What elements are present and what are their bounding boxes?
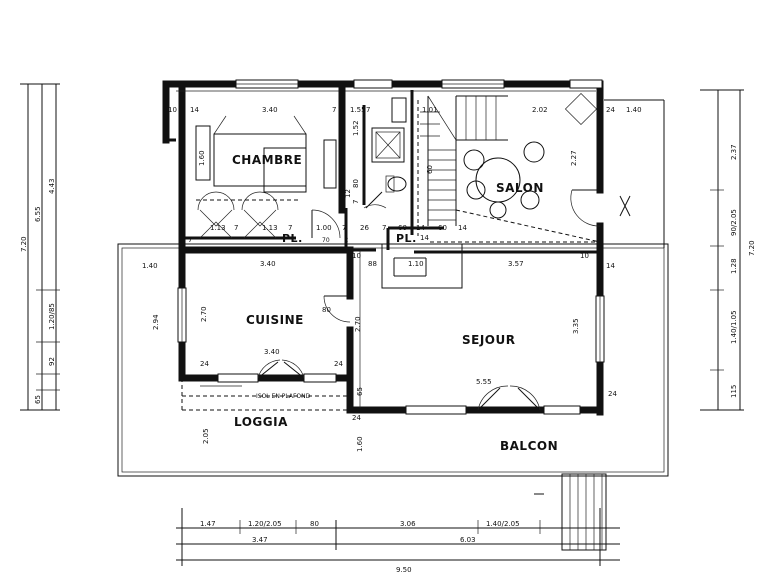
dimension-label: 92 [48, 357, 56, 366]
label-cuisine: CUISINE [246, 313, 304, 327]
dimension-label: 60 [426, 165, 434, 174]
label-sejour: SEJOUR [462, 333, 516, 347]
dimension-label: 24 [352, 414, 361, 422]
dimension-label: 7 [332, 106, 336, 114]
left-dimension-chain: 7.20 6.55 4.43 1.20/85 92 65 [20, 83, 60, 411]
dimension-label: 7 [234, 224, 238, 232]
doors [197, 189, 601, 411]
label-loggia: LOGGIA [234, 415, 288, 429]
dimension-label: 10 [580, 252, 589, 260]
dimension-label: 80 [310, 520, 319, 528]
dimension-label: 1.40/2.05 [486, 520, 520, 528]
dimension-label: 65 [356, 387, 364, 396]
dimension-label: 24 [606, 106, 615, 114]
dimension-label: 5.55 [476, 378, 492, 386]
dimension-label: 14 [606, 262, 615, 270]
stairs [417, 95, 508, 236]
dimension-label: 2.05 [202, 428, 210, 444]
dimension-label: 3.06 [400, 520, 416, 528]
dimension-label: 7 [188, 236, 192, 244]
dimension-label: 1.13 [210, 224, 226, 232]
dimension-label: 1.40/1.05 [730, 310, 738, 344]
bathroom-fixtures [371, 97, 407, 193]
dimension-label: 2.70 [354, 316, 362, 332]
dimension-label: 3.40 [262, 106, 278, 114]
dimension-label: 2 [344, 236, 348, 244]
dimension-label: 7.20 [748, 240, 756, 256]
dimension-label: 2.94 [152, 314, 160, 330]
dimension-label: 65 [34, 395, 42, 404]
dimension-label: 7 [342, 224, 346, 232]
dimension-label: 7 [288, 224, 292, 232]
dimension-label: 3.57 [508, 260, 524, 268]
dimension-label: 10 [168, 106, 177, 114]
salon-furniture [430, 92, 631, 243]
dimension-label: 26 [360, 224, 369, 232]
dimension-label: 1.40 [142, 262, 158, 270]
dimension-label: 14 [458, 224, 467, 232]
dimension-label: 24 [608, 390, 617, 398]
dimension-label: 60 [398, 224, 407, 232]
label-balcon: BALCON [500, 439, 558, 453]
dimension-label: 1.60 [198, 150, 206, 166]
right-dimension-chain: 2.37 90/2.05 7.20 1.28 1.40/1.05 115 [700, 89, 756, 411]
label-isolation: ISOL EN PLAFOND [256, 393, 311, 400]
dimension-label: 90/2.05 [730, 209, 738, 236]
dimension-label: 1.60 [356, 436, 364, 452]
dimension-label: 3.40 [260, 260, 276, 268]
dimension-label: 24 [200, 360, 209, 368]
dimension-label: 1.47 [200, 520, 216, 528]
label-placard-left: PL. [282, 232, 303, 245]
dimension-label: 1.28 [730, 258, 738, 274]
dimension-label: 1.10 [408, 260, 424, 268]
dimension-label: 4.43 [48, 178, 56, 194]
label-chambre: CHAMBRE [232, 153, 302, 167]
dimension-label: 80 [352, 179, 360, 188]
dimension-label: 1.52 [352, 120, 360, 136]
dimension-label: 24 [334, 360, 343, 368]
dimension-label: 7 [352, 200, 360, 204]
dimension-label: 1.13 [262, 224, 278, 232]
dimension-label: 6.03 [460, 536, 476, 544]
dimension-label: 14 [420, 234, 429, 242]
dimension-label: 2.27 [570, 150, 578, 166]
dimension-label: 1.20/2.05 [248, 520, 282, 528]
dimension-label: 115 [730, 385, 738, 398]
dimension-label: 10 [196, 246, 205, 254]
interior-dimensions: 10 14 3.40 7 1.55 7 1.01 2.02 24 1.40 1.… [142, 106, 642, 452]
dimension-label: 3.47 [252, 536, 268, 544]
windows [177, 79, 605, 415]
dimension-label: 9.50 [396, 566, 412, 574]
dimension-label: 1.55 [350, 106, 366, 114]
exterior-stair [534, 473, 607, 551]
dimension-label: 80 [322, 306, 331, 314]
dimension-label: 88 [368, 260, 377, 268]
label-placard-right: PL. [396, 232, 417, 245]
dimension-label: 1.00 [316, 224, 332, 232]
dimension-label: 7 [382, 224, 386, 232]
dimension-label: 6.55 [34, 206, 42, 222]
dimension-label: 1.01 [422, 106, 438, 114]
dimension-label: 2.70 [200, 306, 208, 322]
dimension-label: 70 [322, 237, 330, 244]
dimension-label: 1.20/85 [48, 303, 56, 330]
kitchen-details [181, 378, 350, 411]
dimension-label: 14 [416, 224, 425, 232]
bedroom-furniture [195, 115, 337, 201]
dimension-label: 3.35 [572, 318, 580, 334]
dimension-label: 10 [352, 252, 361, 260]
bottom-dimension-chain: 1.47 1.20/2.05 80 3.06 1.40/2.05 3.47 6.… [176, 508, 620, 574]
label-salon: SALON [496, 181, 544, 195]
dimension-label: 2.02 [532, 106, 548, 114]
dimension-label: 1.40 [626, 106, 642, 114]
dimension-label: 7 [366, 106, 370, 114]
interior-walls [178, 86, 600, 408]
dimension-label: 12 [344, 189, 352, 198]
dimension-label: 60 [438, 224, 447, 232]
dimension-label: 3.40 [264, 348, 280, 356]
dimension-label: 7.20 [20, 236, 28, 252]
dimension-label: 2.37 [730, 144, 738, 160]
dimension-label: 14 [190, 106, 199, 114]
